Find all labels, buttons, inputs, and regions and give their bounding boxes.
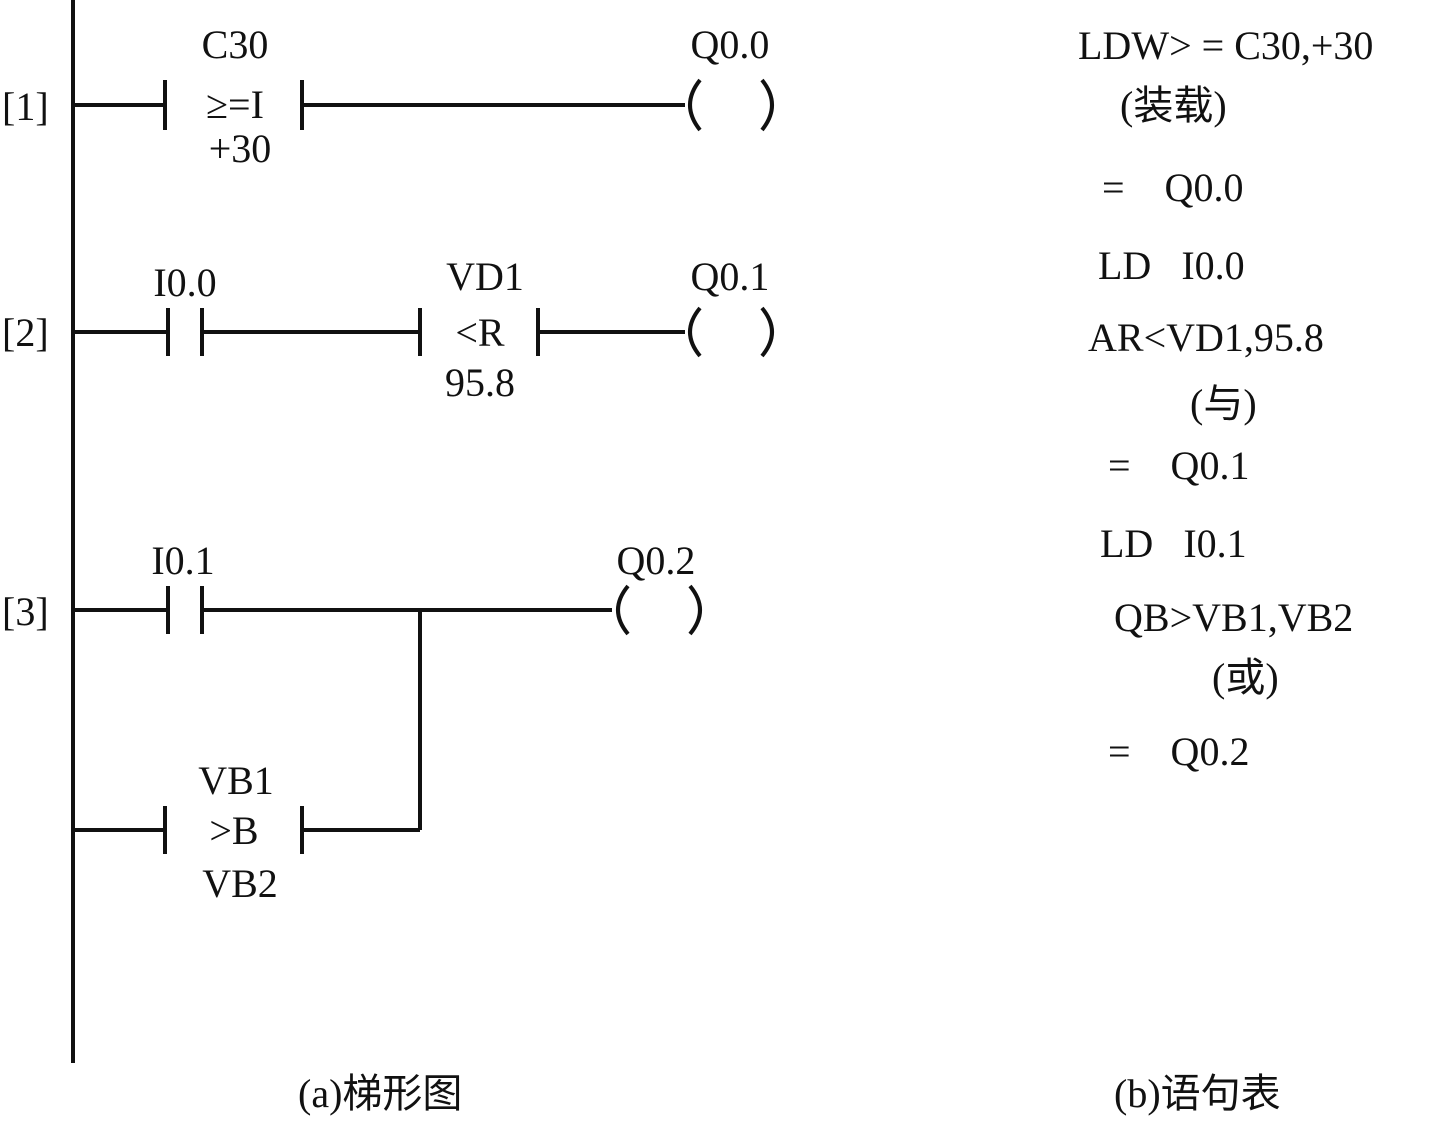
stl-line-8: LD I0.1: [1100, 521, 1247, 566]
network-3-no-contact: [166, 586, 204, 634]
network-2-compare-top: VD1: [446, 254, 524, 299]
network-1-compare-op: ≥=I: [206, 82, 264, 127]
stl-line-11: = Q0.2: [1108, 729, 1250, 774]
network-3-compare-top: VB1: [198, 758, 274, 803]
network-2-label: [2]: [2, 310, 49, 355]
network-3-compare-op: >B: [209, 808, 258, 853]
stl-line-6: (与): [1190, 381, 1257, 426]
stl-line-3: = Q0.0: [1102, 165, 1244, 210]
ladder-caption: (a)梯形图: [298, 1071, 463, 1116]
network-1-coil: [688, 78, 774, 132]
network-1-label: [1]: [2, 84, 49, 129]
network-3-compare-bottom: VB2: [202, 861, 278, 906]
network-3-contact-label: I0.1: [151, 538, 214, 583]
network-3-coil-label: Q0.2: [617, 538, 696, 583]
stl-line-9: QB>VB1,VB2: [1114, 595, 1354, 640]
stl-caption: (b)语句表: [1114, 1071, 1281, 1116]
network-2-coil: [688, 306, 774, 358]
network-2-coil-label: Q0.1: [691, 254, 770, 299]
network-1-compare-bottom: +30: [209, 126, 272, 171]
network-1-compare-top: C30: [202, 22, 269, 67]
stl-line-5: AR<VD1,95.8: [1088, 315, 1324, 360]
network-2-compare-bottom: 95.8: [445, 360, 515, 405]
stl-line-7: = Q0.1: [1108, 443, 1250, 488]
network-1-coil-label: Q0.0: [691, 22, 770, 67]
network-2-compare-op: <R: [455, 310, 505, 355]
network-3-coil: [616, 584, 702, 636]
network-3-label: [3]: [2, 589, 49, 634]
network-2-contact-label: I0.0: [153, 260, 216, 305]
stl-line-2: (装载): [1120, 83, 1227, 128]
stl-line-10: (或): [1212, 655, 1279, 700]
stl-line-4: LD I0.0: [1098, 243, 1245, 288]
stl-line-1: LDW> = C30,+30: [1078, 23, 1374, 68]
network-2-no-contact: [166, 308, 204, 356]
